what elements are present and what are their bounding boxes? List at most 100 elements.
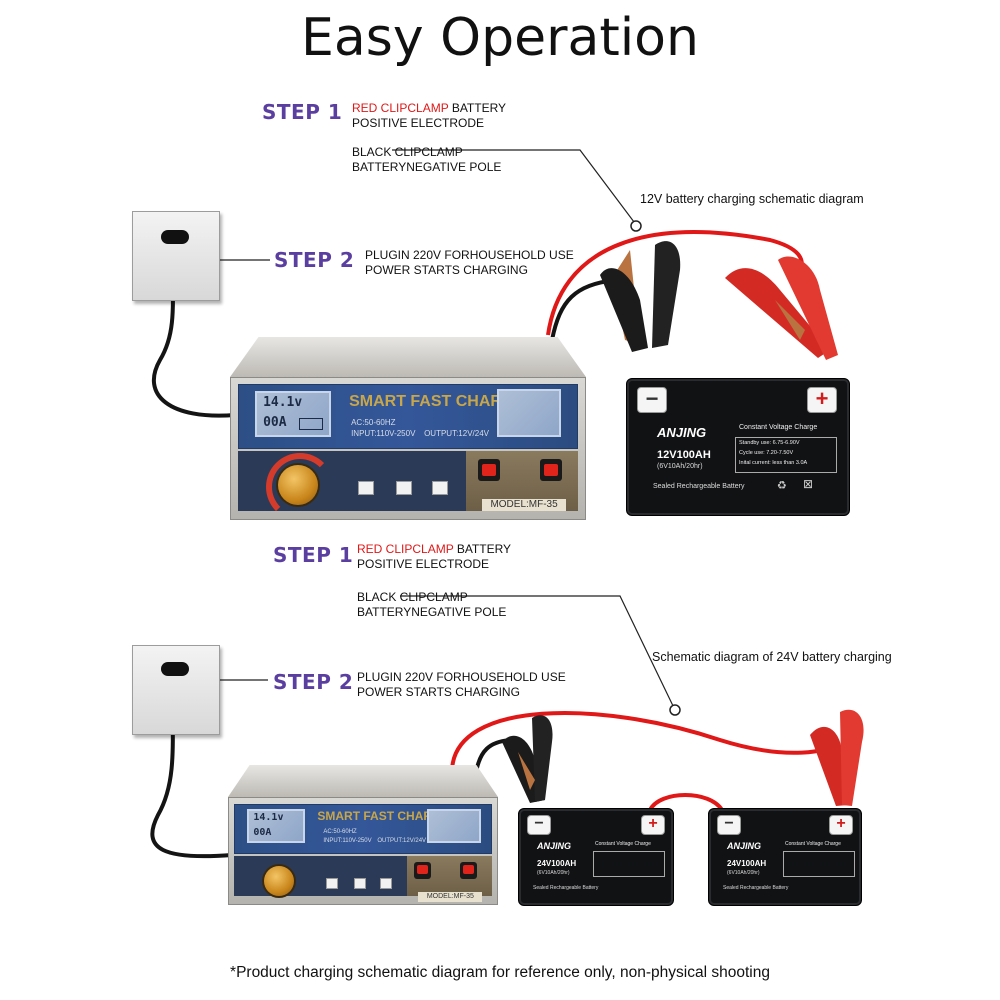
bottom-step1-label: STEP 1 [273,543,354,567]
bottom-step1-text: RED CLIPCLAMP BATTERY POSITIVE ELECTRODE [357,542,511,572]
power-switch[interactable] [478,459,501,482]
lcd-voltage: 14.1v [253,812,284,823]
charging-status-display [497,389,562,437]
bottom-black-line1: BLACK CLIPCLAMP [357,590,468,604]
top-step1-red-text: RED CLIPCLAMP [352,101,449,115]
bottom-step2-line1: PLUGIN 220V FORHOUSEHOLD USE [357,670,566,684]
charger-lcd: 14.1v 00A [255,391,332,437]
bottom-black-clip-text: BLACK CLIPCLAMP BATTERYNEGATIVE POLE [357,590,506,620]
power-switch[interactable] [414,861,432,879]
charger-display-panel: 14.1v 00A SMART FAST CHARGER AC:50-60HZ … [238,384,578,450]
top-caption: 12V battery charging schematic diagram [640,192,864,206]
battery-spec-box [593,851,665,877]
plug-icon [161,230,189,244]
current-knob[interactable] [278,465,319,506]
charger-brand: SMART FAST CHARGER [349,393,537,410]
top-black-line1: BLACK CLIPCLAMP [352,145,463,159]
red-clamp-top [725,256,838,360]
charger-control-panel: MODEL:MF-35 [238,451,578,522]
spec-cycle: Cycle use: 7.20-7.50V [739,450,794,456]
battery-level-icon [299,418,324,430]
battery-spec-box [783,851,855,877]
battery-footer: Sealed Rechargeable Battery [533,885,599,891]
battery-spec-title: Constant Voltage Charge [739,424,818,431]
charger-input: INPUT:110V-250V [323,838,372,844]
bottom-step1-line2: POSITIVE ELECTRODE [357,557,490,571]
black-clamp-bottom [502,715,553,803]
battery-spec-box: Standby use: 6.75-6.90V Cycle use: 7.20-… [735,437,837,473]
charger-lcd: 14.1v 00A [247,809,306,843]
mode-button-1[interactable] [358,481,375,496]
black-clamp-top [600,241,681,352]
battery-model: 24V100AH [537,859,577,868]
no-trash-icon: ⊠ [803,477,814,491]
mode-button-2[interactable] [354,877,367,889]
bottom-caption: Schematic diagram of 24V battery chargin… [652,650,892,664]
negative-terminal: − [527,815,551,835]
recycle-icon: ♻ [777,480,787,492]
charging-status-display [427,809,482,843]
charger-control-panel: MODEL:MF-35 [234,855,492,902]
charger-output: OUTPUT:12V/24V [377,838,427,844]
mode-button-2[interactable] [396,481,413,496]
battery-sub: (6V10Ah/20hr) [727,870,760,876]
lcd-voltage: 14.1v [263,395,303,410]
bottom-red-wire [450,710,837,771]
top-black-wire [550,278,616,341]
top-step1-text: RED CLIPCLAMP BATTERY POSITIVE ELECTRODE [352,101,506,131]
top-step2-line2: POWER STARTS CHARGING [365,263,528,277]
positive-terminal: + [641,815,665,835]
battery-sub: (6V10Ah/20hr) [537,870,570,876]
footer-disclaimer: *Product charging schematic diagram for … [230,964,770,981]
negative-terminal: − [717,815,741,835]
battery-footer: Sealed Rechargeable Battery [653,483,745,490]
charger-ac: AC:50-60HZ [323,829,357,835]
wall-socket-top [132,211,220,301]
negative-terminal: − [637,387,667,413]
mode-button-1[interactable] [326,877,339,889]
red-clamp-bottom [810,709,864,806]
top-step1-rest-text: BATTERY [448,101,507,115]
spec-initial: Inital current: less than 3.0A [739,460,808,466]
bottom-step1-red-text: RED CLIPCLAMP [357,542,454,556]
plug-icon [161,662,189,676]
charger-top: 14.1v 00A SMART FAST CHARGER AC:50-60HZ … [230,337,586,522]
mode-switch[interactable] [540,459,563,482]
charger-bottom: 14.1v 00A SMART FAST CHARGER AC:50-60HZ … [228,765,498,905]
knob-arc [266,453,335,522]
battery-spec-title: Constant Voltage Charge [595,841,651,847]
battery-brand: ANJING [537,841,572,851]
battery-brand: ANJING [657,425,707,440]
mode-button-3[interactable] [432,481,449,496]
battery-12v: − + ANJING Constant Voltage Charge 12V10… [626,378,850,516]
battery-brand: ANJING [727,841,762,851]
battery-24v-left: − + ANJING Constant Voltage Charge 24V10… [518,808,674,906]
charger-display-panel: 14.1v 00A SMART FAST CHARGER AC:50-60HZ … [234,804,492,854]
bottom-step1-rest-text: BATTERY [453,542,512,556]
mode-switch[interactable] [460,861,478,879]
mode-button-3[interactable] [380,877,393,889]
battery-model: 12V100AH [657,449,711,461]
lcd-current: 00A [253,827,272,838]
bottom-step2-label: STEP 2 [273,670,354,694]
current-knob[interactable] [264,865,295,896]
bottom-black-line2: BATTERYNEGATIVE POLE [357,605,507,619]
page-title: Easy Operation [301,8,699,68]
spec-standby: Standby use: 6.75-6.90V [739,440,800,446]
battery-sub: (6V10Ah/20hr) [657,463,703,470]
wall-socket-bottom [132,645,220,735]
top-black-clip-text: BLACK CLIPCLAMP BATTERYNEGATIVE POLE [352,145,501,175]
top-step2-text: PLUGIN 220V FORHOUSEHOLD USE POWER START… [365,248,574,278]
bottom-step2-line2: POWER STARTS CHARGING [357,685,520,699]
top-step1-label: STEP 1 [262,100,343,124]
charger-output: OUTPUT:12V/24V [424,429,489,438]
top-step1-line2: POSITIVE ELECTRODE [352,116,485,130]
battery-spec-title: Constant Voltage Charge [785,841,841,847]
battery-24v-right: − + ANJING Constant Voltage Charge 24V10… [708,808,862,906]
positive-terminal: + [829,815,853,835]
top-step2-line1: PLUGIN 220V FORHOUSEHOLD USE [365,248,574,262]
battery-footer: Sealed Rechargeable Battery [723,885,789,891]
charger-model: MODEL:MF-35 [418,891,483,902]
charger-input: INPUT:110V-250V [351,429,416,438]
charger-brand: SMART FAST CHARGER [317,809,459,823]
